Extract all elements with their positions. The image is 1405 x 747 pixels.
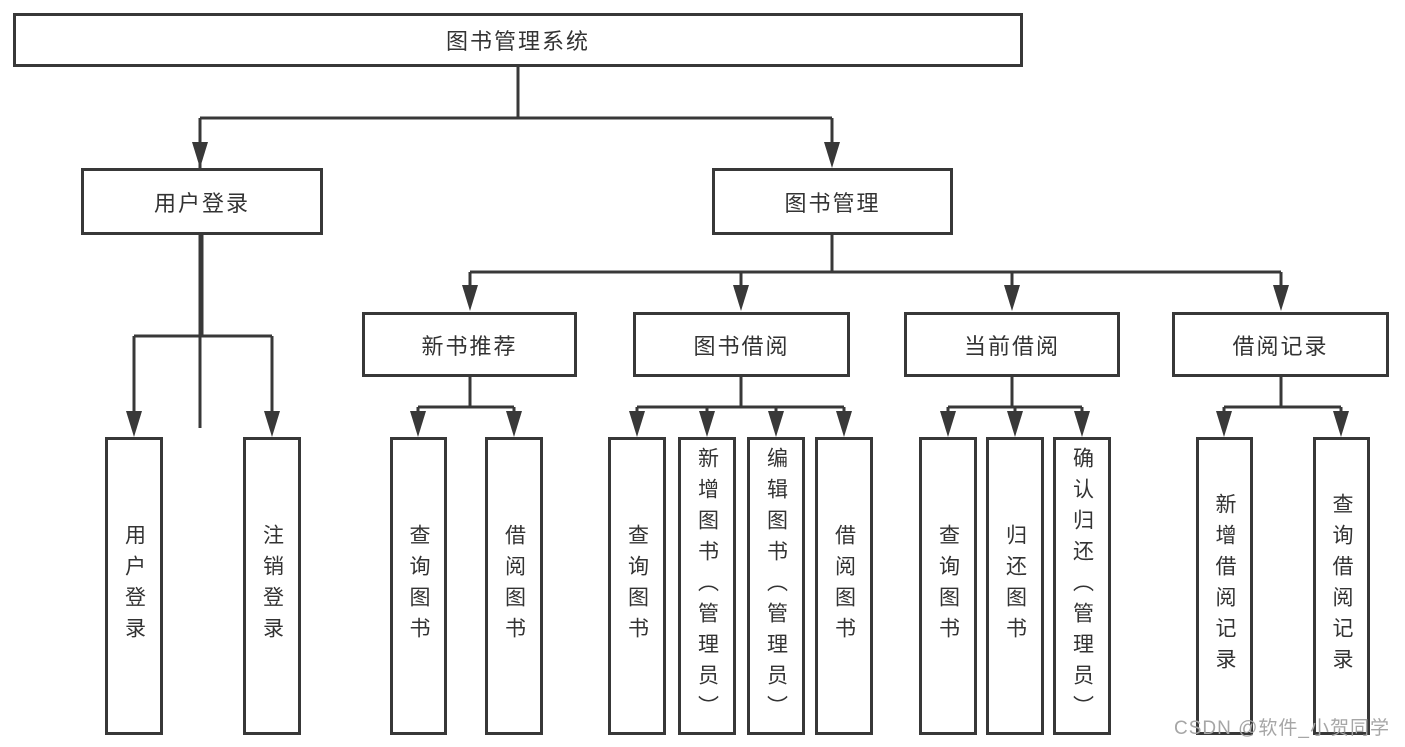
connector-borrow-record <box>1222 377 1343 428</box>
connector-user-login <box>132 235 274 428</box>
node-label: 图书管理 <box>784 190 881 216</box>
node-label: 编辑图书（管理员） <box>764 446 788 726</box>
leaf-add-book-admin: 新增图书（管理员） <box>678 437 736 735</box>
leaf-query-book-borrow: 查询图书 <box>608 437 666 735</box>
node-label: 图书管理系统 <box>445 29 590 54</box>
leaf-query-borrow-record: 查询借阅记录 <box>1313 437 1370 735</box>
node-label: 查询图书 <box>936 524 960 648</box>
node-label: 确认归还（管理员） <box>1070 446 1094 726</box>
node-borrow-record: 借阅记录 <box>1172 312 1389 377</box>
node-label: 图书借阅 <box>693 333 790 359</box>
node-label: 查询图书 <box>407 524 430 648</box>
node-new-book-recommend: 新书推荐 <box>362 312 577 377</box>
node-book-borrow: 图书借阅 <box>633 312 850 377</box>
leaf-edit-book-admin: 编辑图书（管理员） <box>747 437 805 735</box>
connector-book-borrow <box>635 377 846 428</box>
leaf-add-borrow-record: 新增借阅记录 <box>1196 437 1253 735</box>
connector-new-book <box>416 377 516 428</box>
leaf-query-book-current: 查询图书 <box>919 437 977 735</box>
node-label: 当前借阅 <box>963 333 1060 359</box>
leaf-logout: 注销登录 <box>243 437 301 735</box>
node-label: 注销登录 <box>260 524 284 648</box>
leaf-user-login: 用户登录 <box>105 437 163 735</box>
arrowheads <box>126 142 1349 437</box>
node-current-borrow: 当前借阅 <box>904 312 1120 377</box>
node-label: 用户登录 <box>153 190 250 216</box>
node-library-management-system: 图书管理系统 <box>13 13 1023 67</box>
connector-root <box>198 67 834 428</box>
leaf-query-book-recommend: 查询图书 <box>390 437 447 735</box>
node-user-login: 用户登录 <box>81 168 323 235</box>
csdn-watermark: CSDN @软件_小贺同学 <box>1174 718 1390 739</box>
node-label: 借阅记录 <box>1232 333 1329 359</box>
leaf-borrow-book-recommend: 借阅图书 <box>485 437 543 735</box>
leaf-confirm-return-admin: 确认归还（管理员） <box>1053 437 1111 735</box>
node-book-management: 图书管理 <box>712 168 953 235</box>
node-label: 借阅图书 <box>502 524 526 648</box>
node-label: 归还图书 <box>1003 524 1027 648</box>
node-label: 借阅图书 <box>832 524 856 648</box>
node-label: 新增借阅记录 <box>1213 493 1236 679</box>
node-label: 查询图书 <box>625 524 649 648</box>
node-label: 查询借阅记录 <box>1330 493 1353 679</box>
connector-book-management <box>468 235 1283 302</box>
leaf-borrow-book: 借阅图书 <box>815 437 873 735</box>
node-label: 新增图书（管理员） <box>695 446 719 726</box>
node-label: 新书推荐 <box>421 333 518 359</box>
leaf-return-book: 归还图书 <box>986 437 1044 735</box>
node-label: 用户登录 <box>122 524 146 648</box>
